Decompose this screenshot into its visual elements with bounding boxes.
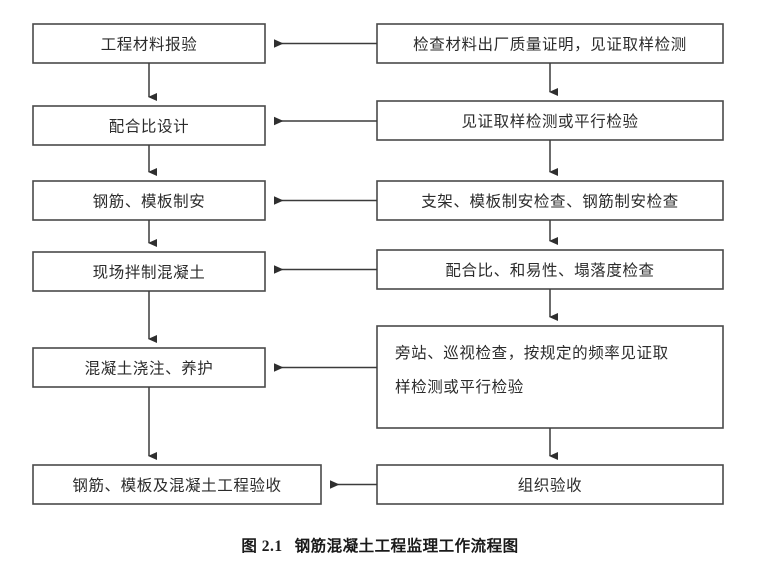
- node-left-4[interactable]: 现场拌制混凝土: [32, 251, 266, 292]
- node-right-2[interactable]: 见证取样检测或平行检验: [376, 100, 724, 141]
- node-right-1[interactable]: 检查材料出厂质量证明，见证取样检测: [376, 23, 724, 64]
- node-right-4-box: [376, 249, 724, 290]
- node-left-5[interactable]: 混凝土浇注、养护: [32, 347, 266, 388]
- node-right-5-box: [376, 325, 724, 429]
- node-left-2-box: [32, 105, 266, 146]
- node-left-3[interactable]: 钢筋、模板制安: [32, 180, 266, 221]
- node-right-1-label: 检查材料出厂质量证明，见证取样检测: [413, 36, 687, 54]
- node-left-3-label: 钢筋、模板制安: [93, 193, 206, 211]
- node-right-6[interactable]: 组织验收: [376, 464, 724, 505]
- node-left-2[interactable]: 配合比设计: [32, 105, 266, 146]
- node-right-4[interactable]: 配合比、和易性、塌落度检查: [376, 249, 724, 290]
- node-right-5-label-line2: 样检测或平行检验: [395, 378, 524, 396]
- node-left-6-label: 钢筋、模板及混凝土工程验收: [72, 477, 281, 495]
- node-left-2-label: 配合比设计: [109, 118, 190, 136]
- node-right-6-label: 组织验收: [518, 477, 582, 495]
- node-left-1-box: [32, 23, 266, 64]
- node-right-2-label: 见证取样检测或平行检验: [461, 113, 638, 131]
- node-left-6-box: [32, 464, 322, 505]
- node-left-4-box: [32, 251, 266, 292]
- node-right-5-label-line1: 旁站、巡视检查，按规定的频率见证取: [395, 344, 669, 362]
- figure-caption-number: 图 2.1: [241, 538, 283, 555]
- node-left-1-label: 工程材料报验: [101, 36, 198, 54]
- node-right-3-label: 支架、模板制安检查、钢筋制安检查: [421, 193, 679, 211]
- node-right-3[interactable]: 支架、模板制安检查、钢筋制安检查: [376, 180, 724, 221]
- node-left-1[interactable]: 工程材料报验: [32, 23, 266, 64]
- node-right-5[interactable]: 旁站、巡视检查，按规定的频率见证取 样检测或平行检验: [376, 325, 724, 429]
- node-left-6[interactable]: 钢筋、模板及混凝土工程验收: [32, 464, 322, 505]
- node-right-6-box: [376, 464, 724, 505]
- node-left-4-label: 现场拌制混凝土: [93, 264, 206, 282]
- figure-caption: 图 2.1 钢筋混凝土工程监理工作流程图: [0, 534, 760, 556]
- node-left-5-label: 混凝土浇注、养护: [85, 360, 214, 378]
- figure-caption-text: 钢筋混凝土工程监理工作流程图: [294, 538, 519, 555]
- node-right-4-label: 配合比、和易性、塌落度检查: [445, 262, 654, 280]
